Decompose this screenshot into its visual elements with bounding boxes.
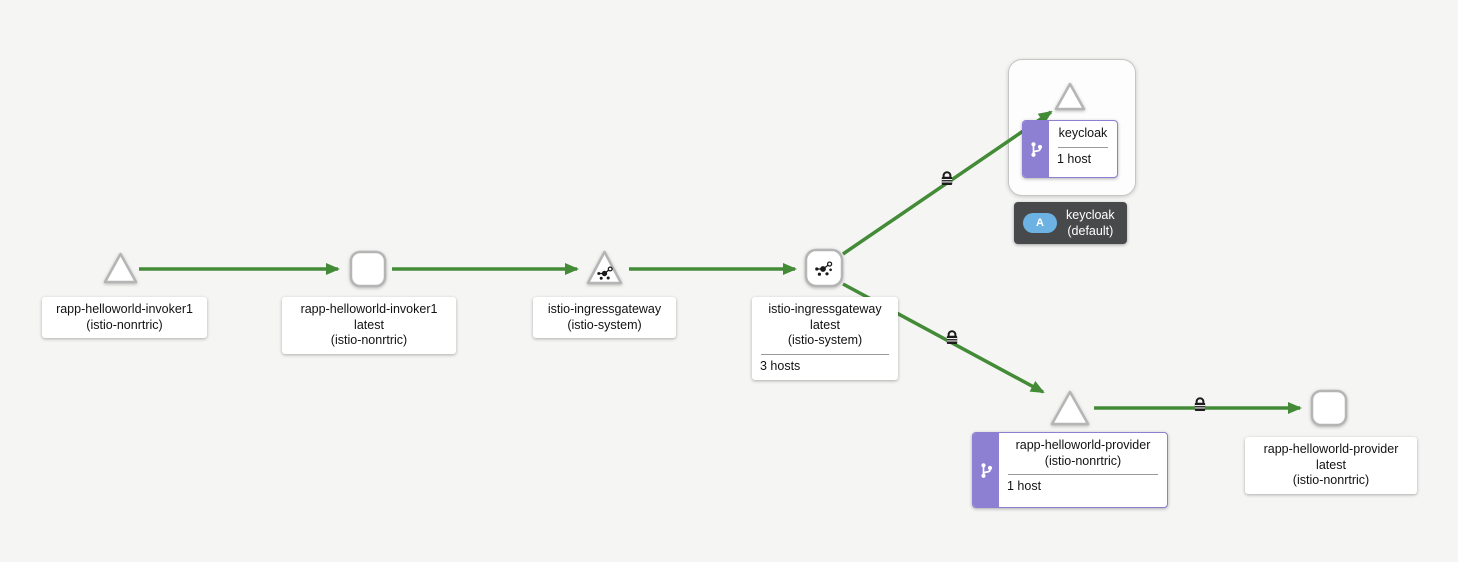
node-label-line: (istio-nonrtric): [86, 317, 163, 332]
node-label-line: rapp-helloworld-provider: [1263, 442, 1399, 456]
mtls-lock-icon: [1193, 397, 1207, 412]
appbox-label-line: keycloak: [1066, 207, 1115, 222]
appbox-label-keycloak[interactable]: A keycloak (default): [1014, 202, 1127, 244]
node-label-line: (istio-system): [567, 317, 642, 332]
node-label-line: istio-ingressgateway: [768, 302, 882, 316]
label-divider: [1058, 146, 1108, 148]
node-label-line: (istio-nonrtric): [1292, 473, 1370, 488]
gateway-icon: [815, 261, 833, 276]
label-keycloak-service[interactable]: keycloak 1 host: [1022, 120, 1118, 178]
hosts-count: 1 host: [1057, 151, 1092, 166]
label-provider-workload[interactable]: rapp-helloworld-provider latest (istio-n…: [1245, 437, 1417, 494]
label-provider-service[interactable]: rapp-helloworld-provider (istio-nonrtric…: [972, 432, 1168, 508]
node-label-line: rapp-helloworld-provider: [1015, 438, 1151, 452]
app-badge: A: [1023, 213, 1057, 233]
code-branch-icon: [1030, 141, 1042, 157]
node-label-line: (istio-system): [787, 333, 863, 348]
label-divider: [761, 353, 889, 355]
label-invoker1-workload[interactable]: rapp-helloworld-invoker1 latest (istio-n…: [282, 297, 456, 354]
label-ingress-workload[interactable]: istio-ingressgateway latest (istio-syste…: [752, 297, 898, 380]
appbox-label-line: (default): [1067, 224, 1114, 238]
label-invoker1-service[interactable]: rapp-helloworld-invoker1 (istio-nonrtric…: [42, 297, 207, 339]
node-provider-service[interactable]: [1049, 389, 1091, 428]
node-invoker1-service[interactable]: [102, 251, 139, 286]
virtual-service-badge: [973, 433, 999, 507]
gateway-icon: [597, 266, 613, 280]
node-ingress-workload[interactable]: [804, 248, 844, 288]
label-divider: [1008, 474, 1158, 476]
virtual-service-badge: [1023, 121, 1049, 177]
hosts-count: 3 hosts: [760, 358, 801, 373]
node-keycloak-service[interactable]: [1053, 81, 1087, 113]
node-label-line: latest: [810, 317, 840, 332]
node-label-line: latest: [1316, 457, 1346, 472]
node-label-line: keycloak: [1058, 126, 1108, 140]
node-label-line: istio-ingressgateway: [547, 302, 662, 316]
node-invoker1-workload[interactable]: [349, 250, 387, 288]
node-provider-workload[interactable]: [1310, 389, 1348, 427]
mtls-lock-icon: [945, 330, 959, 345]
node-label-line: (istio-nonrtric): [1044, 453, 1122, 468]
node-label-line: rapp-helloworld-invoker1: [300, 302, 438, 316]
node-label-line: (istio-nonrtric): [330, 333, 408, 348]
code-branch-icon: [980, 462, 992, 478]
node-ingress-service[interactable]: [585, 249, 624, 287]
label-ingress-service[interactable]: istio-ingressgateway (istio-system): [533, 297, 676, 339]
node-label-line: latest: [354, 317, 384, 332]
node-label-line: rapp-helloworld-invoker1: [56, 302, 193, 316]
hosts-count: 1 host: [1007, 479, 1042, 494]
mtls-lock-icon: [940, 171, 954, 186]
